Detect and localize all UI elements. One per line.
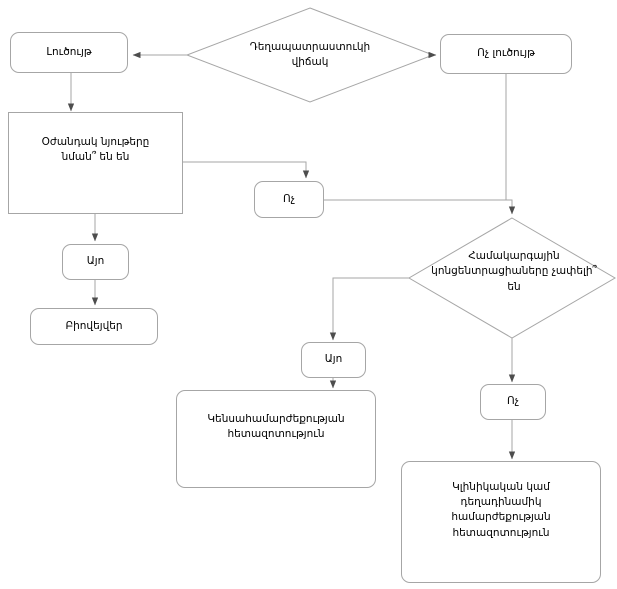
- node-solution-label: Լուծույթ: [46, 45, 92, 58]
- node-yes-2[interactable]: Այո: [301, 342, 366, 378]
- node-decision-concentration-label: Համակարգային կոնցենտրացիաները չափելի՞ են: [431, 250, 597, 293]
- node-decision-concentration-label-wrap[interactable]: Համակարգային կոնցենտրացիաները չափելի՞ են: [423, 241, 605, 303]
- node-clinical-study[interactable]: Կլինիկական կամ դեղադինամիկ համարժեքությա…: [401, 461, 601, 583]
- node-excipients-same[interactable]: Օժանդակ նյութերը նման՞ են են: [8, 112, 183, 214]
- edge-concentration-to-yes2: [329, 277, 409, 341]
- node-biowaiver[interactable]: Բիովեյվեր: [30, 308, 158, 345]
- node-not-solution-label: Ոչ լուծույթ: [477, 47, 535, 60]
- node-biowaiver-label: Բիովեյվեր: [65, 319, 123, 332]
- node-no-2[interactable]: Ոչ: [480, 384, 546, 420]
- node-no-1[interactable]: Ոչ: [254, 181, 324, 218]
- node-yes-1[interactable]: Այո: [62, 244, 129, 280]
- node-no-1-label: Ոչ: [283, 192, 295, 205]
- node-bioequivalence-study-label: Կենսահամարժեքության հետազոտություն: [207, 413, 345, 441]
- node-yes-1-label: Այո: [86, 255, 105, 268]
- node-solution[interactable]: Լուծույթ: [10, 32, 128, 73]
- node-excipients-same-label: Օժանդակ նյութերը նման՞ են են: [41, 136, 150, 164]
- edge-no1-to-concentration: [324, 199, 516, 215]
- edge-excipients-to-no1: [183, 161, 310, 179]
- node-clinical-study-label: Կլինիկական կամ դեղադինամիկ համարժեքությա…: [451, 481, 551, 539]
- node-decision-form-label-wrap[interactable]: Դեղապատրաստուկի վիճակ: [232, 28, 388, 82]
- node-not-solution[interactable]: Ոչ լուծույթ: [440, 34, 572, 74]
- node-decision-form-label: Դեղապատրաստուկի վիճակ: [249, 40, 371, 68]
- node-no-2-label: Ոչ: [507, 395, 519, 408]
- node-yes-2-label: Այո: [324, 353, 343, 366]
- node-bioequivalence-study[interactable]: Կենսահամարժեքության հետազոտություն: [176, 390, 376, 488]
